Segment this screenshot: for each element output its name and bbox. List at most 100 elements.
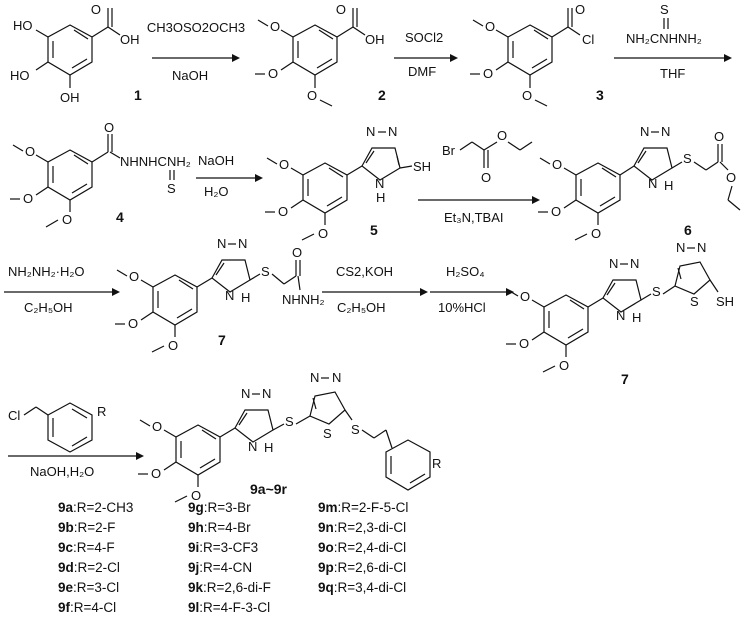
svg-text:OH: OH: [60, 90, 80, 105]
reagent-3-top: NH₂CNHNH₂: [626, 31, 702, 46]
svg-text:N: N: [375, 176, 384, 191]
compound-label-6: 6: [684, 222, 692, 238]
svg-text:NHNHCNH₂: NHNHCNH₂: [120, 154, 191, 169]
svg-text:O: O: [714, 129, 724, 144]
legend-entry-9e: 9e:R=3-Cl: [58, 580, 119, 596]
svg-text:O: O: [25, 144, 35, 159]
compound-9-structure: N N N H S N N S S R O O O: [138, 370, 441, 503]
svg-text:O: O: [522, 88, 532, 103]
compound-7-hydrazide-structure: N N N H S O NHNH₂ O O O: [115, 236, 325, 353]
svg-text:O: O: [91, 2, 101, 17]
legend-entry-9k: 9k:R=2,6-di-F: [188, 580, 271, 596]
legend-substituent: :R=4-Cl: [70, 600, 117, 615]
svg-text:S: S: [323, 426, 332, 441]
legend-compound-id: 9e: [58, 580, 74, 595]
svg-text:H: H: [376, 190, 385, 205]
svg-text:HO: HO: [10, 68, 30, 83]
legend-compound-id: 9f: [58, 600, 71, 615]
svg-text:H: H: [241, 290, 250, 305]
legend-substituent: :R=2,6-di-Cl: [333, 560, 407, 575]
compound-7-thiadiazole-structure: N N N H S N N S SH O O O: [506, 240, 734, 373]
svg-text:O: O: [336, 2, 346, 17]
svg-text:S: S: [690, 294, 699, 309]
reagent-9-bottom: NaOH,H₂O: [30, 464, 94, 479]
legend-compound-id: 9m: [318, 500, 338, 515]
legend-substituent: :R=2-Cl: [73, 560, 120, 575]
svg-text:N: N: [661, 124, 670, 139]
svg-text:O: O: [268, 66, 278, 81]
reagent-7-bottom: C₂H₅OH: [337, 300, 386, 315]
svg-text:N: N: [366, 124, 375, 139]
reagent-3-bottom: THF: [660, 66, 685, 81]
legend-entry-9q: 9q:R=3,4-di-Cl: [318, 580, 406, 596]
svg-text:N: N: [241, 386, 250, 401]
svg-text:N: N: [609, 256, 618, 271]
legend-entry-9g: 9g:R=3-Br: [188, 500, 251, 516]
legend-entry-9o: 9o:R=2,4-di-Cl: [318, 540, 406, 556]
legend-substituent: :R=3-CF3: [199, 540, 259, 555]
reagent-2-bottom: DMF: [408, 64, 436, 79]
svg-text:O: O: [129, 269, 139, 284]
svg-text:O: O: [519, 336, 529, 351]
svg-text:O: O: [551, 204, 561, 219]
compound-2-structure: O OH O O O: [255, 2, 385, 107]
svg-text:O: O: [497, 128, 507, 143]
reagent-1-top: CH3OSO2OCH3: [147, 20, 245, 35]
svg-text:O: O: [520, 289, 530, 304]
reagent-4-bottom: H₂O: [204, 184, 229, 199]
legend-substituent: :R=3,4-di-Cl: [333, 580, 407, 595]
legend-substituent: :R=4-F-3-Cl: [199, 600, 271, 615]
svg-text:O: O: [151, 466, 161, 481]
compound-4-structure: O NHNHCNH₂ S O O O: [10, 120, 191, 228]
svg-text:H: H: [664, 178, 673, 193]
legend-compound-id: 9j: [188, 560, 200, 575]
svg-text:O: O: [23, 191, 33, 206]
svg-text:N: N: [648, 176, 657, 191]
legend-entry-9h: 9h:R=4-Br: [188, 520, 251, 536]
reagent-9-benzyl-chloride: Cl R: [8, 402, 106, 453]
reagent-7-top: CS2,KOH: [336, 264, 393, 279]
svg-text:O: O: [191, 488, 201, 503]
legend-entry-9i: 9i:R=3-CF3: [188, 540, 258, 556]
compound-label-7b: 7: [621, 371, 629, 387]
svg-text:O: O: [591, 226, 601, 241]
reagent-5-bottom-label: Br: [442, 143, 456, 158]
svg-text:Cl: Cl: [582, 32, 594, 47]
reagent-1-bottom: NaOH: [172, 68, 208, 83]
legend-entry-9c: 9c:R=4-F: [58, 540, 115, 556]
svg-text:O: O: [485, 19, 495, 34]
legend-substituent: :R=2-F-5-Cl: [337, 500, 409, 515]
svg-text:O: O: [62, 212, 72, 227]
svg-text:O: O: [559, 358, 569, 373]
compound-label-7a: 7: [218, 332, 226, 348]
svg-text:O: O: [483, 66, 493, 81]
svg-text:O: O: [278, 204, 288, 219]
legend-entry-9m: 9m:R=2-F-5-Cl: [318, 500, 408, 516]
svg-text:HO: HO: [13, 18, 33, 33]
legend-compound-id: 9q: [318, 580, 334, 595]
svg-text:S: S: [261, 264, 270, 279]
legend-entry-9b: 9b:R=2-F: [58, 520, 115, 536]
svg-text:N: N: [310, 370, 319, 385]
svg-text:O: O: [152, 419, 162, 434]
svg-text:O: O: [575, 2, 585, 17]
legend-substituent: :R=4-CN: [199, 560, 253, 575]
reagent-2-top: SOCl2: [405, 30, 443, 45]
svg-text:OH: OH: [120, 32, 140, 47]
svg-text:H: H: [264, 440, 273, 455]
svg-text:S: S: [351, 422, 360, 437]
legend-compound-id: 9i: [188, 540, 200, 555]
reagent-8-bottom: 10%HCl: [438, 300, 486, 315]
svg-text:N: N: [388, 124, 397, 139]
legend-substituent: :R=2,3-di-Cl: [333, 520, 407, 535]
legend-substituent: :R=4-Br: [203, 520, 251, 535]
svg-text:N: N: [248, 439, 257, 454]
svg-text:N: N: [262, 386, 271, 401]
svg-text:N: N: [616, 308, 625, 323]
svg-text:O: O: [318, 226, 328, 241]
svg-text:S: S: [660, 2, 669, 17]
svg-text:SH: SH: [413, 159, 431, 174]
legend-substituent: :R=2,6-di-F: [203, 580, 271, 595]
